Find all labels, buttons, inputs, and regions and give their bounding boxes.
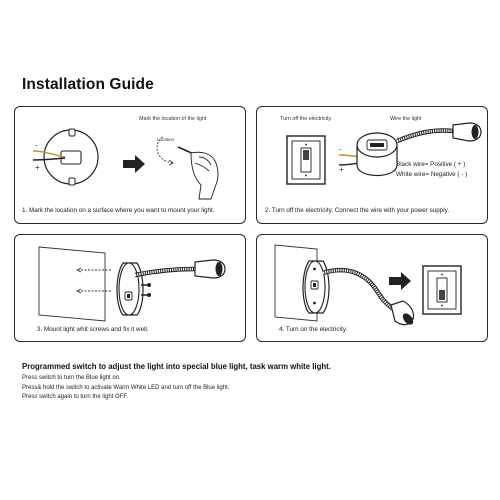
arrow-left-icon: [75, 288, 82, 294]
black-wire-label: Black wire= Positive ( + ): [396, 161, 466, 168]
mark-location-label: Mark the location of the light: [139, 116, 207, 122]
turn-off-label: Turn off the electricity: [280, 116, 332, 122]
instruction-line: Press& hold the switch to activate Warm …: [22, 384, 230, 391]
lamp-head-icon: [194, 259, 226, 279]
wire-negative: [32, 157, 66, 161]
page-title: Installation Guide: [22, 76, 154, 93]
hand-with-pencil-icon: [177, 146, 219, 200]
white-wire-label: White wire= Negative ( - ): [396, 171, 468, 178]
arrow-left-icon: [75, 267, 82, 273]
junction-box: [60, 150, 82, 165]
step-3-panel: 3. Mount light whit screws and fix it we…: [14, 234, 246, 342]
step-4-caption: 4. Turn on the electricity.: [279, 326, 348, 333]
mounting-hole-bottom: [68, 177, 76, 186]
lamp-head-icon: [390, 300, 415, 326]
lamp-base-icon: [302, 260, 330, 314]
step-1-panel: Mark the location of the light Location …: [14, 106, 246, 224]
step-2-illustration: [286, 122, 482, 185]
step-2-panel: Turn off the electricity Wire the light …: [256, 106, 488, 224]
switch-instructions: Programmed switch to adjust the light in…: [22, 362, 482, 403]
plus-sign: +: [339, 165, 344, 174]
step-3-illustration: [38, 246, 226, 322]
screw-icon: [141, 283, 151, 297]
instructions-heading: Programmed switch to adjust the light in…: [22, 362, 331, 371]
step-1-caption: 1. Mark the location on a surface where …: [22, 207, 215, 214]
lamp-base-icon: [356, 132, 398, 176]
wall-switch-icon: [286, 135, 326, 185]
plus-sign: +: [35, 163, 40, 172]
lamp-head-icon: [452, 122, 482, 142]
location-label: Location: [157, 137, 175, 142]
instruction-line: Press switch to turn the Blue light on.: [22, 375, 121, 381]
wire-positive: [32, 150, 66, 158]
step-4-illustration: [274, 244, 462, 326]
step-1-illustration: [32, 128, 219, 200]
location-arc: [156, 136, 174, 164]
step-2-caption: 2. Turn off the electricity. Connect the…: [265, 207, 450, 214]
gooseneck-arm: [322, 267, 399, 314]
wall-switch-icon: [422, 265, 462, 315]
instruction-line: Press switch again to turn the light OFF…: [22, 394, 129, 401]
minus-sign: -: [339, 145, 342, 154]
wire-light-label: Wire the light: [390, 116, 422, 122]
arc-arrowhead-icon: [168, 159, 174, 166]
wall-surface: [38, 246, 106, 322]
step-4-panel: 4. Turn on the electricity.: [256, 234, 488, 342]
arrow-right-icon: [123, 155, 145, 173]
arrow-right-icon: [389, 272, 411, 290]
minus-sign: -: [35, 141, 38, 150]
mounting-hole-top: [68, 128, 76, 137]
lamp-base-icon: [116, 262, 144, 316]
step-3-caption: 3. Mount light whit screws and fix it we…: [37, 326, 149, 333]
